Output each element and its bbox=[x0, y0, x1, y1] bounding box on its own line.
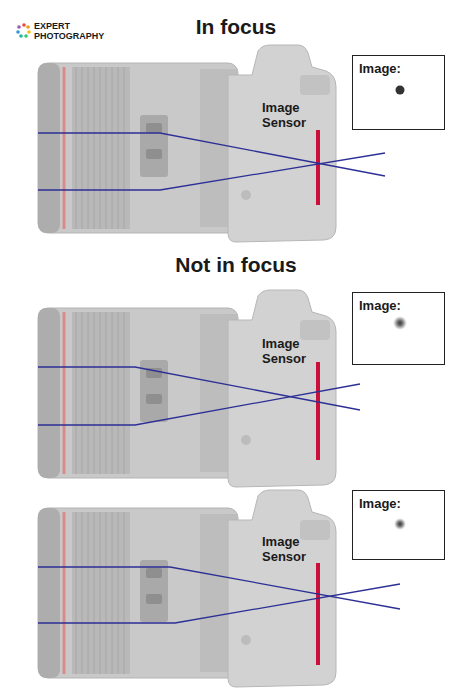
light-ray bbox=[38, 384, 360, 425]
light-ray bbox=[38, 567, 400, 609]
light-ray bbox=[38, 133, 385, 176]
part-label: Image Sensor bbox=[262, 534, 322, 564]
part-label: Image Sensor bbox=[262, 336, 322, 366]
image-preview-box: Image: bbox=[352, 55, 445, 130]
blurred-dot bbox=[394, 518, 406, 530]
box-heading: Image: bbox=[359, 496, 401, 511]
part-label: Image Sensor bbox=[262, 100, 322, 130]
image-sensor bbox=[316, 362, 320, 460]
image-sensor bbox=[316, 130, 320, 205]
image-preview-box: Image: bbox=[352, 292, 445, 365]
camera-back-focus bbox=[38, 490, 406, 687]
section-heading: Not in focus bbox=[175, 252, 296, 278]
brand-logo: EXPERT PHOTOGRAPHY bbox=[34, 21, 110, 41]
light-ray bbox=[38, 584, 400, 623]
camera-in-focus bbox=[38, 45, 405, 242]
light-ray bbox=[38, 367, 360, 410]
section-heading: In focus bbox=[196, 14, 277, 40]
box-heading: Image: bbox=[359, 298, 401, 313]
blurred-dot bbox=[393, 316, 407, 330]
light-ray bbox=[38, 153, 385, 190]
image-preview-box: Image: bbox=[352, 490, 445, 560]
sharp-dot bbox=[396, 86, 405, 95]
image-sensor bbox=[316, 563, 320, 665]
box-heading: Image: bbox=[359, 61, 401, 76]
logo-mark bbox=[16, 23, 31, 38]
